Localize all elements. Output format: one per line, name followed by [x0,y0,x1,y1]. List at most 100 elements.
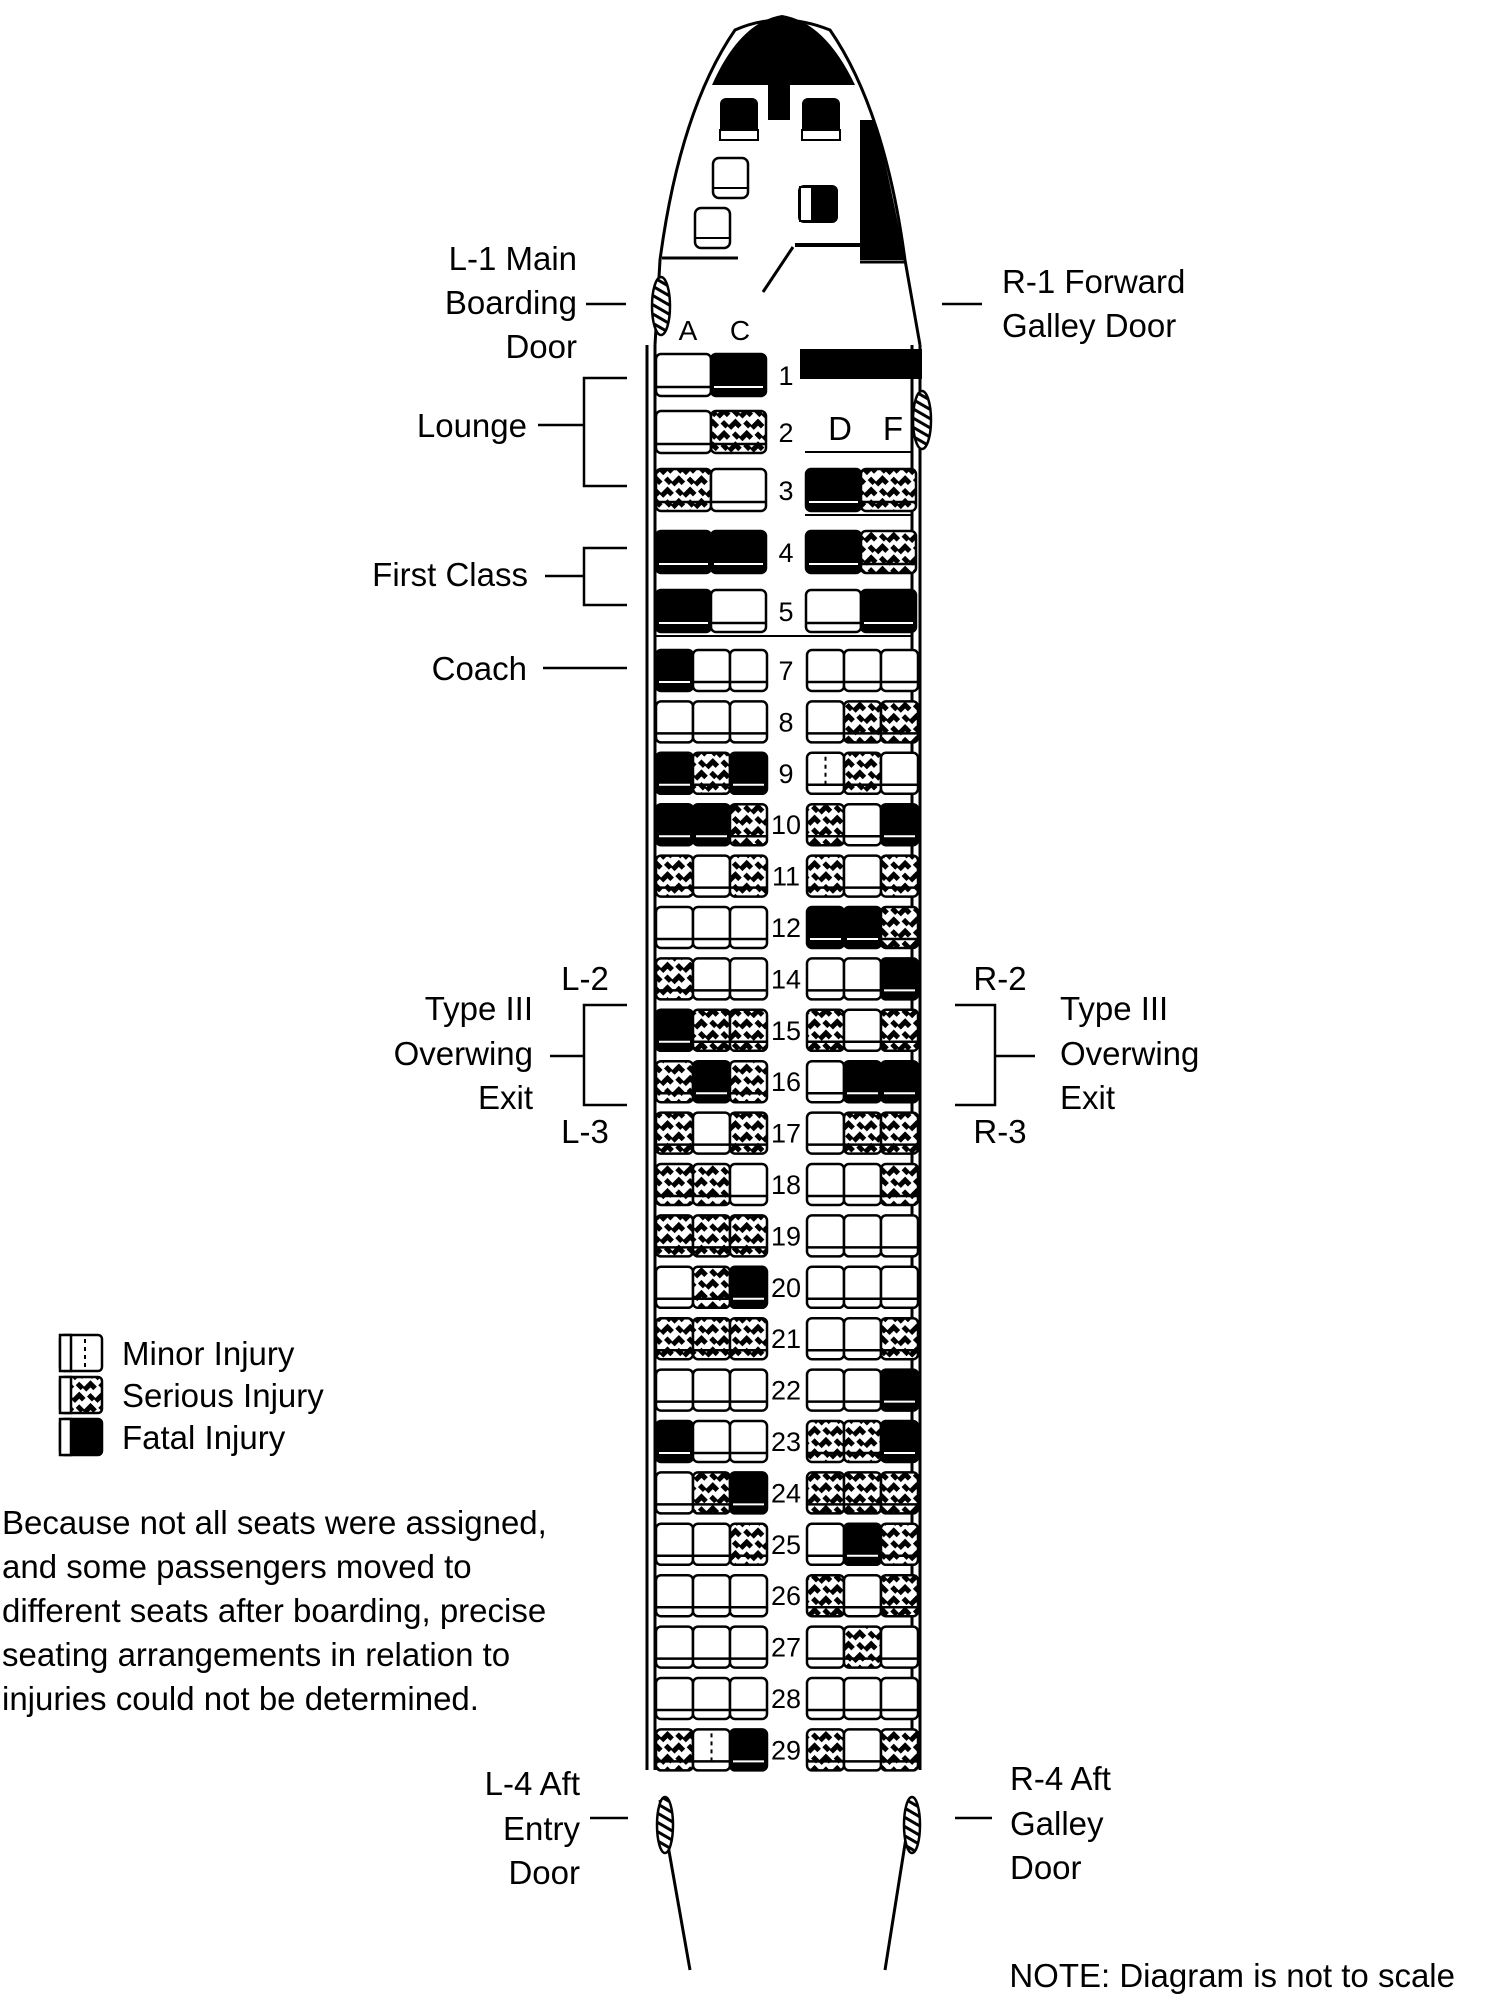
seat-2C-serious-injury-seat [709,409,768,455]
seat-12D-fatal-injury-seat [805,905,846,950]
seat-28B-empty-seat [691,1676,732,1721]
seat-25A-empty-seat [654,1522,695,1567]
row-number: 22 [771,1376,801,1406]
seat-row-11: 11 [654,854,920,898]
seat-28F-empty-seat [879,1676,920,1721]
observer-seat [693,206,732,250]
seat-8E-serious-injury-seat [842,700,883,744]
row-number: 26 [771,1581,801,1611]
seat-7B-empty-seat [691,648,732,693]
seat-25C-serious-injury-seat [728,1522,769,1567]
right-exit-label-line1: Type III [1060,990,1168,1027]
coach-seat-rows: 7891011121415161718192021222324252627282… [654,648,920,1772]
seat-20E-empty-seat [842,1265,883,1310]
legend-item-minor-injury-seat: Minor Injury [58,1333,295,1373]
aircraft-nose [653,15,922,346]
seat-29D-serious-injury-seat [805,1728,846,1772]
seat-row-18: 18 [654,1162,920,1207]
seat-12C-empty-seat [728,905,769,950]
seat-16F-fatal-injury-seat [879,1059,920,1104]
seat-22E-empty-seat [842,1368,883,1412]
row-number: 5 [778,597,793,627]
seat-20A-empty-seat [654,1265,695,1310]
seat-3F-serious-injury-seat [859,467,918,513]
seat-19D-empty-seat [805,1214,846,1258]
l1-label-line1: L-1 Main [449,240,577,277]
seat-4F-serious-injury-seat [859,529,918,575]
column-d-label: D [828,410,852,447]
seat-row-26: 26 [654,1573,920,1618]
seat-row-4: 4 [654,529,918,575]
r1-label-line2: Galley Door [1002,307,1176,344]
first-class-label: First Class [372,556,528,593]
seat-15C-serious-injury-seat [728,1008,769,1053]
seat-7C-empty-seat [728,648,769,693]
seat-23C-empty-seat [728,1419,769,1464]
seat-26E-empty-seat [842,1573,883,1618]
seat-14D-empty-seat [805,957,846,1001]
right-exit-label-line3: Exit [1060,1079,1115,1116]
seat-24C-fatal-injury-seat [728,1471,769,1515]
cockpit-divider [768,50,790,120]
seat-26F-serious-injury-seat [879,1573,920,1618]
seat-5C-empty-seat [709,588,768,634]
l4-label-line3: Door [508,1854,580,1891]
seat-row-3: 3 [654,467,918,513]
seat-5A-fatal-injury-seat [654,588,713,634]
seat-10D-serious-injury-seat [805,802,846,847]
row-number: 7 [778,656,793,686]
seat-9C-fatal-injury-seat [728,751,769,796]
legend-label: Fatal Injury [122,1419,286,1456]
row-number: 10 [771,810,801,840]
seat-row-25: 25 [654,1522,920,1567]
note-line-1: Because not all seats were assigned, [2,1504,547,1541]
seat-row-19: 19 [654,1214,920,1258]
seat-row-14: 14 [654,957,920,1001]
seat-row-8: 8 [654,700,920,744]
seat-17A-serious-injury-seat [654,1111,695,1155]
seat-18D-empty-seat [805,1162,846,1207]
seat-21E-empty-seat [842,1316,883,1361]
legend-label: Minor Injury [122,1335,295,1372]
seat-15A-fatal-injury-seat [654,1008,695,1053]
leader-lines [538,302,1035,1820]
seat-27B-empty-seat [691,1625,732,1669]
row-number: 1 [778,361,793,391]
seat-26C-empty-seat [728,1573,769,1618]
seat-row-28: 28 [654,1676,920,1721]
seat-24A-empty-seat [654,1471,695,1515]
seat-18A-serious-injury-seat [654,1162,695,1207]
legend-swatch [58,1417,104,1457]
l4-label-line2: Entry [503,1810,581,1847]
seat-17D-empty-seat [805,1111,846,1155]
column-f-label: F [883,410,903,447]
seat-23E-serious-injury-seat [842,1419,883,1464]
r4-label-line1: R-4 Aft [1010,1760,1111,1797]
seat-11A-serious-injury-seat [654,854,695,898]
seat-25F-serious-injury-seat [879,1522,920,1567]
seat-row-10: 10 [654,802,920,847]
seat-19E-empty-seat [842,1214,883,1258]
legend-label: Serious Injury [122,1377,324,1414]
seat-row-29: 29 [654,1728,920,1772]
seat-9A-fatal-injury-seat [654,751,695,796]
seat-14E-empty-seat [842,957,883,1001]
scale-note: NOTE: Diagram is not to scale [1009,1957,1455,1994]
seat-26A-empty-seat [654,1573,695,1618]
seat-14B-empty-seat [691,957,732,1001]
legend-swatch [58,1375,104,1415]
seat-4A-fatal-injury-seat [654,529,713,575]
seat-11E-empty-seat [842,854,883,898]
seat-11C-serious-injury-seat [728,854,769,898]
doors [650,275,933,1855]
seat-21A-serious-injury-seat [654,1316,695,1361]
r4-door-icon [902,1795,922,1855]
seat-5D-empty-seat [804,588,863,634]
seat-17C-serious-injury-seat [728,1111,769,1155]
seat-15B-serious-injury-seat [691,1008,732,1053]
seat-row-7: 7 [654,648,920,693]
seat-24F-serious-injury-seat [879,1471,920,1515]
seat-24D-serious-injury-seat [805,1471,846,1515]
seat-25E-fatal-injury-seat [842,1522,883,1567]
seat-26D-serious-injury-seat [805,1573,846,1618]
